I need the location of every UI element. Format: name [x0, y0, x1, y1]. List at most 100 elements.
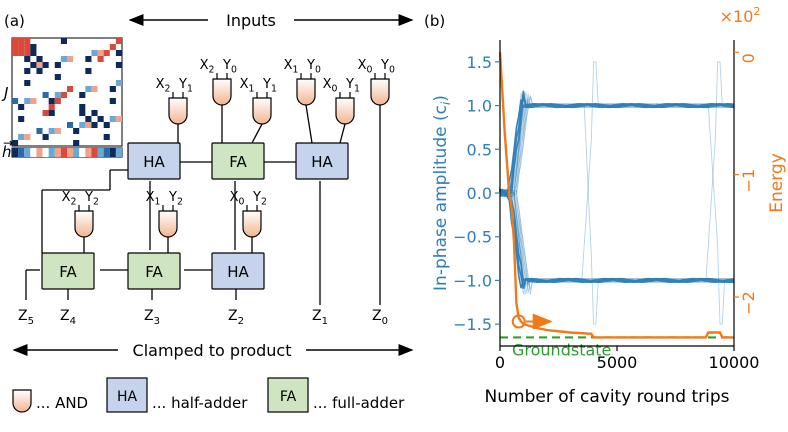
right-tick-label: −1	[739, 169, 758, 193]
amplitude-trace	[499, 98, 735, 198]
matrix-cell	[60, 56, 67, 62]
amplitude-trace-flip	[500, 105, 734, 325]
matrix-cell	[79, 92, 86, 98]
amplitude-trace	[499, 188, 735, 291]
vector-h-arrow: →	[3, 136, 13, 150]
vector-cell	[36, 148, 43, 157]
amplitude-trace	[499, 188, 735, 289]
and-gate-body	[168, 97, 188, 125]
legend-ha-text: ... half-adder	[152, 394, 248, 412]
matrix-cell	[18, 50, 25, 56]
and-gate-y-label: Y0	[380, 58, 395, 76]
matrix-cell	[73, 128, 80, 134]
legend-ha-box-text: HA	[117, 389, 138, 405]
matrix-cell	[109, 116, 116, 122]
amplitude-trace	[499, 93, 735, 198]
and-gate-y-label: Y2	[252, 190, 267, 208]
matrix-cell	[54, 98, 61, 104]
and-gate-x-label: X1	[146, 190, 161, 208]
matrix-cell	[12, 44, 19, 50]
left-tick-label: 0.0	[467, 184, 492, 203]
x-tick-label: 10000	[709, 353, 760, 372]
and-gate-body	[158, 210, 178, 238]
matrix-cell	[48, 104, 55, 110]
vector-cell	[12, 148, 19, 157]
adder-box	[211, 252, 265, 290]
matrix-cell	[85, 68, 92, 74]
amplitude-trace	[499, 187, 735, 289]
matrix-j-label: J	[1, 84, 8, 102]
matrix-cell	[36, 62, 43, 68]
matrix-cell	[12, 38, 19, 44]
x-tick-label: 5000	[597, 353, 638, 372]
left-tick-label: 1.0	[467, 97, 492, 116]
and-gate-y-label: Y2	[84, 190, 99, 208]
vector-cell	[42, 148, 49, 157]
matrix-cell	[24, 68, 31, 74]
amplitude-trace	[499, 99, 735, 197]
vector-cell	[115, 148, 122, 157]
matrix-cell	[91, 122, 98, 128]
matrix-cell	[30, 44, 37, 50]
amplitude-trace-flip	[500, 61, 734, 281]
legend-ha-box	[106, 377, 148, 413]
matrix-cell	[42, 92, 49, 98]
matrix-cell	[18, 38, 25, 44]
matrix-cell	[79, 122, 86, 128]
right-tick-label: 0	[739, 53, 758, 63]
vector-cell	[67, 148, 74, 157]
amplitude-trace	[499, 188, 735, 295]
panel-a: (a) Inputs J h →	[1, 10, 414, 413]
amplitude-trace	[499, 188, 735, 289]
half-adder: HA	[127, 142, 181, 180]
adder-label: FA	[145, 263, 163, 281]
vector-cell	[85, 148, 92, 157]
legend: ... AND HA ... half-adder FA ... full-ad…	[12, 377, 405, 413]
amplitude-trace	[499, 91, 735, 197]
amplitude-trace	[499, 189, 735, 289]
matrix-cell	[36, 56, 43, 62]
vector-cell	[30, 148, 37, 157]
half-adder: HA	[211, 252, 265, 290]
x-axis-label: Number of cavity round trips	[485, 387, 730, 407]
amplitude-trace	[499, 189, 735, 295]
and-gate-y-label: Y1	[262, 77, 277, 95]
matrix-cell	[24, 80, 31, 86]
legend-and-text: ... AND	[36, 394, 88, 412]
coupling-matrix-j: J	[1, 37, 123, 147]
matrix-cell	[73, 140, 80, 146]
vector-cell	[97, 148, 104, 157]
and-gate-x-label: X0	[230, 190, 245, 208]
amplitude-trace-flip	[500, 61, 734, 281]
vector-cell	[109, 148, 116, 157]
matrix-cell	[115, 80, 122, 86]
matrix-cell	[24, 56, 31, 62]
and-gate-body	[370, 78, 390, 106]
legend-fa-box-text: FA	[280, 389, 297, 405]
and-gate-body	[212, 78, 232, 106]
output-label: Z2	[228, 308, 244, 327]
left-axis-label: In-phase amplitude (ci)	[431, 95, 453, 291]
output-label: Z0	[372, 308, 388, 327]
clamped-label: Clamped to product	[133, 341, 292, 360]
matrix-cell	[48, 98, 55, 104]
left-tick-label: −1.0	[453, 271, 492, 290]
vector-cell	[24, 148, 31, 157]
vector-h-label: h	[2, 143, 12, 161]
and-gate-y-label: Y2	[168, 190, 183, 208]
legend-fa-box	[267, 377, 309, 413]
amplitude-trace	[499, 96, 735, 198]
output-label: Z5	[18, 308, 34, 327]
groundstate-label-bg	[512, 338, 632, 357]
matrix-cell	[103, 134, 110, 140]
amplitude-trace	[499, 93, 735, 197]
matrix-cell	[24, 44, 31, 50]
matrix-cell	[12, 50, 19, 56]
adder-box	[211, 142, 265, 180]
clamped-label-bg	[118, 338, 306, 360]
